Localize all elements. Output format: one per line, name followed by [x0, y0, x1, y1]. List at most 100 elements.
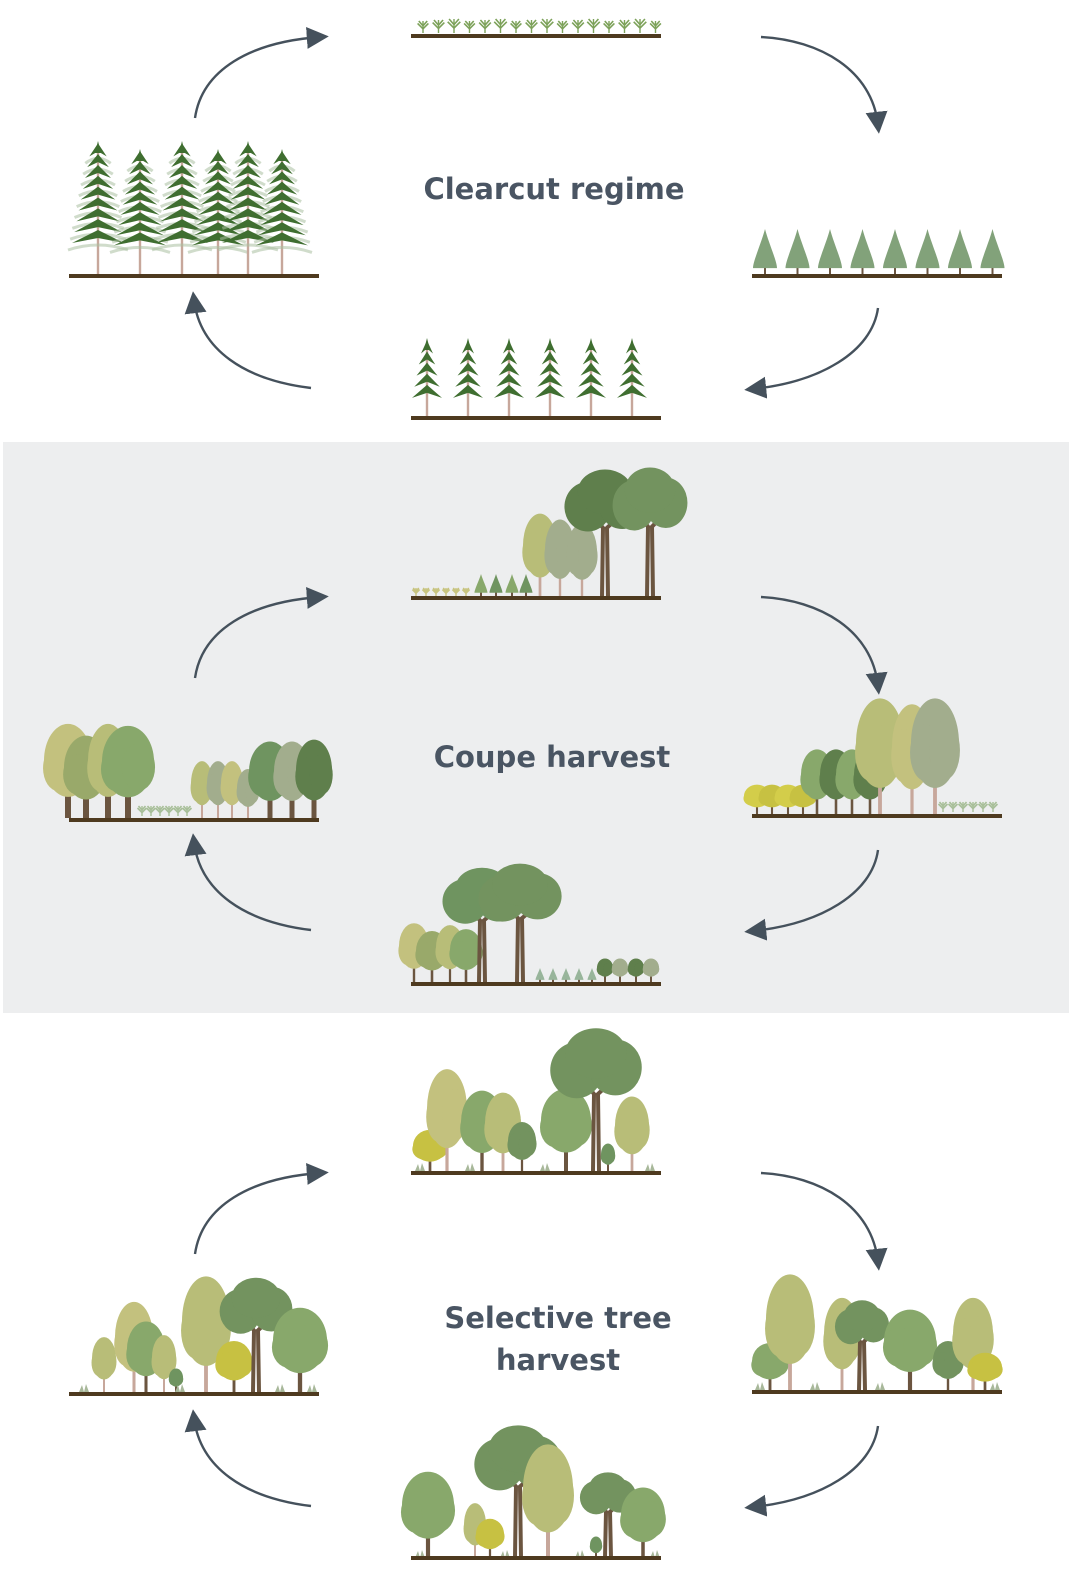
young-conifer: [753, 229, 777, 275]
seedling: [478, 19, 492, 33]
broadleaf-tree: [614, 1096, 650, 1171]
stage-regrowth-after-coupe: [411, 467, 688, 597]
grass-tuft: [175, 1384, 185, 1392]
ground-line: [411, 416, 661, 420]
stage-mature-conifers: [67, 141, 313, 275]
curved-arrow-icon: [184, 1409, 312, 1508]
young-conifer: [489, 574, 503, 596]
grass-tuft: [307, 1384, 317, 1392]
ground-line: [411, 1556, 661, 1560]
ground-line: [411, 982, 661, 986]
curved-arrow-icon: [184, 291, 312, 390]
broadleaf-tree: [600, 1143, 616, 1171]
seedling: [571, 19, 585, 33]
selective-cycle: [79, 1028, 1003, 1559]
young-conifer: [535, 968, 545, 982]
coupe-title-line: Coupe harvest: [433, 740, 671, 774]
seedling: [525, 19, 538, 33]
young-conifer: [519, 574, 533, 596]
grass-tuft: [465, 1163, 475, 1171]
seedling: [136, 805, 148, 816]
selective-title: Selective tree harvest: [408, 1297, 708, 1381]
broadleaf-tree: [100, 725, 156, 818]
young-conifer: [505, 574, 519, 596]
curved-arrow-icon: [744, 849, 880, 941]
curved-arrow-icon: [193, 1162, 329, 1255]
ground-line: [752, 814, 1002, 818]
broadleaf-tree: [596, 958, 614, 982]
broadleaf-tree: [765, 1274, 815, 1390]
grass-tuft: [79, 1384, 89, 1392]
stage-continuous-cover-1: [412, 1028, 655, 1172]
selective-title-line-1: Selective tree: [444, 1301, 672, 1335]
broadleaf-tree: [932, 1341, 964, 1390]
ground-line: [411, 34, 661, 38]
ground-line: [411, 1171, 661, 1175]
seedling: [540, 18, 554, 33]
curved-arrow-icon: [760, 35, 888, 134]
curved-arrow-icon: [184, 833, 312, 932]
young-conifer: [883, 229, 907, 275]
broadleaf-tree: [215, 1341, 253, 1392]
seedling: [181, 805, 193, 816]
seedling: [987, 801, 999, 812]
seedling: [463, 20, 476, 33]
seedling: [411, 587, 421, 596]
seedling: [957, 801, 969, 812]
seedling: [432, 19, 445, 33]
pine-tree: [187, 149, 249, 275]
curved-arrow-icon: [760, 1171, 888, 1271]
pine-tree: [412, 338, 442, 416]
grass-tuft: [540, 1163, 550, 1171]
broadleaf-tree: [627, 958, 645, 982]
stage-two-age-patches: [43, 723, 333, 818]
stage-young-conifers: [753, 229, 1005, 275]
seedling: [451, 587, 461, 596]
broadleaf-tree: [91, 1337, 117, 1392]
ground-line: [752, 274, 1002, 278]
seedling: [556, 20, 569, 33]
broadleaf-tree: [151, 1335, 177, 1392]
pine-tree: [576, 338, 606, 416]
young-conifer: [915, 229, 940, 275]
seedling: [618, 19, 631, 33]
spreading-tree: [550, 1028, 642, 1172]
stage-mixed-age-forest: [743, 698, 999, 814]
pine-tree: [251, 149, 313, 275]
young-conifer: [818, 229, 842, 275]
young-conifer: [980, 229, 1005, 275]
young-conifer: [474, 574, 488, 596]
curved-arrow-icon: [193, 26, 329, 119]
ground-line: [69, 274, 319, 278]
seedling: [145, 805, 157, 816]
broadleaf-tree: [620, 1487, 666, 1558]
seedling: [510, 20, 522, 33]
pine-tree: [67, 141, 129, 275]
seedling: [603, 20, 615, 33]
broadleaf-tree: [449, 929, 483, 982]
broadleaf-tree: [882, 1309, 938, 1390]
broadleaf-tree: [400, 1471, 456, 1558]
pine-tree: [535, 338, 565, 416]
young-conifer: [548, 968, 558, 982]
spreading-tree: [834, 1300, 890, 1391]
seedling: [447, 18, 461, 33]
grass-tuft: [415, 1163, 425, 1171]
young-conifer: [587, 968, 597, 982]
stage-seedlings: [417, 18, 662, 33]
seedling: [172, 805, 184, 816]
clearcut-title: Clearcut regime: [404, 168, 704, 210]
seedling: [937, 801, 949, 812]
seedling: [649, 20, 662, 33]
stage-coupe-cut: [398, 863, 660, 983]
broadleaf-tree: [507, 1122, 537, 1171]
seedling: [441, 587, 451, 596]
young-conifer: [948, 229, 972, 275]
pine-tree: [217, 141, 279, 275]
spreading-tree: [219, 1277, 293, 1393]
broadleaf-tree: [522, 1444, 574, 1558]
seedling: [461, 587, 471, 596]
curved-arrow-icon: [193, 586, 329, 679]
